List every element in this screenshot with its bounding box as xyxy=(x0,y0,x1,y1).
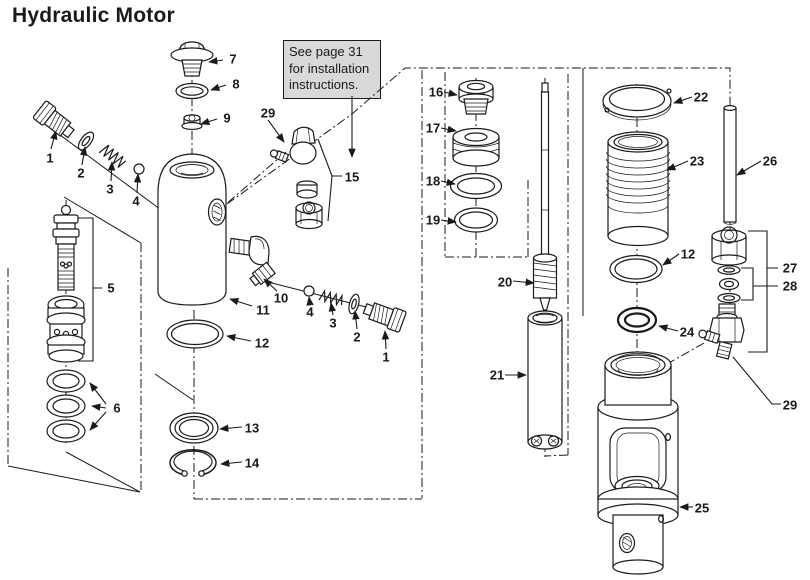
part-16-hex-plug xyxy=(458,79,494,115)
part-callout-25: 25 xyxy=(695,501,709,516)
part-callout-5: 5 xyxy=(107,281,114,296)
part-24-seal-ring xyxy=(616,306,658,334)
callout-brackets xyxy=(78,138,778,362)
part-7-top-plug xyxy=(170,41,214,77)
page-title: Hydraulic Motor xyxy=(12,4,175,27)
part-13-backup-ring xyxy=(169,412,219,444)
part-callout-14: 14 xyxy=(245,456,260,471)
part-19-oring xyxy=(453,207,499,233)
part-callout-3: 3 xyxy=(329,316,336,331)
part-6-packing-rings xyxy=(46,369,86,443)
part-15-fitting-assembly xyxy=(269,126,323,230)
part-4-ball-b xyxy=(303,285,315,297)
part-18-washer xyxy=(449,172,503,200)
part-12-oring-b xyxy=(609,254,663,284)
part-callout-8: 8 xyxy=(232,77,239,92)
part-callout-29: 29 xyxy=(783,398,797,413)
part-1-valve-plug-a xyxy=(32,100,75,139)
part-callout-13: 13 xyxy=(245,421,259,436)
part-callout-10: 10 xyxy=(274,291,288,306)
part-callout-26: 26 xyxy=(763,154,777,169)
part-callout-18: 18 xyxy=(426,174,440,189)
part-callout-20: 20 xyxy=(498,275,512,290)
part-2-washer-b xyxy=(348,293,360,315)
part-callout-15: 15 xyxy=(345,170,359,185)
part-23-threaded-sleeve xyxy=(606,131,670,247)
part-4-ball-a xyxy=(133,163,145,175)
part-28-gasket-washers xyxy=(717,265,741,304)
part-callout-24: 24 xyxy=(680,325,695,340)
part-callout-6: 6 xyxy=(113,401,120,416)
installation-note: See page 31 for installation instruction… xyxy=(283,40,381,99)
part-callout-2: 2 xyxy=(77,166,84,181)
part-callout-16: 16 xyxy=(429,85,443,100)
part-12-oring-a xyxy=(166,319,224,349)
part-callout-12: 12 xyxy=(255,336,269,351)
part-callout-21: 21 xyxy=(490,368,504,383)
part-callout-2: 2 xyxy=(353,330,360,345)
part-callout-4: 4 xyxy=(132,194,140,209)
part-21-cylinder-tube xyxy=(527,310,563,450)
part-22-retaining-ring xyxy=(602,84,672,121)
part-14-snap-ring xyxy=(169,449,217,477)
part-29-grease-fitting-b xyxy=(698,303,745,360)
part-callout-3: 3 xyxy=(106,182,113,197)
part-callout-12: 12 xyxy=(681,247,695,262)
part-11-motor-cylinder-body xyxy=(157,153,227,306)
part-callout-17: 17 xyxy=(426,121,440,136)
leader-lines xyxy=(50,57,781,511)
part-callout-29: 29 xyxy=(261,106,275,121)
part-1-valve-plug-b xyxy=(362,302,407,333)
part-29-grease-fitting-a xyxy=(269,126,317,165)
part-callout-4: 4 xyxy=(306,305,314,320)
part-26-siphon-tube xyxy=(723,104,737,225)
part-callout-7: 7 xyxy=(229,52,236,67)
part-5-spool-valve-assembly xyxy=(46,204,86,363)
part-callout-9: 9 xyxy=(223,111,230,126)
part-2-washer-a xyxy=(77,131,95,151)
part-callout-19: 19 xyxy=(426,213,440,228)
part-callout-11: 11 xyxy=(256,303,270,318)
part-callout-23: 23 xyxy=(690,154,704,169)
part-callout-28: 28 xyxy=(783,279,797,294)
part-9-nut xyxy=(181,114,203,131)
part-17-packing-nut xyxy=(452,127,500,167)
part-20-piston-rod xyxy=(532,82,558,311)
part-10-elbow-fitting xyxy=(228,235,277,287)
part-callout-1: 1 xyxy=(46,151,53,166)
part-25-outlet-housing xyxy=(597,351,679,575)
part-callout-22: 22 xyxy=(694,90,708,105)
part-callout-27: 27 xyxy=(783,261,797,276)
part-27-nut xyxy=(711,226,747,266)
part-callout-1: 1 xyxy=(382,350,389,365)
part-8-oring xyxy=(175,82,209,100)
part-3-spring-a xyxy=(98,144,127,168)
